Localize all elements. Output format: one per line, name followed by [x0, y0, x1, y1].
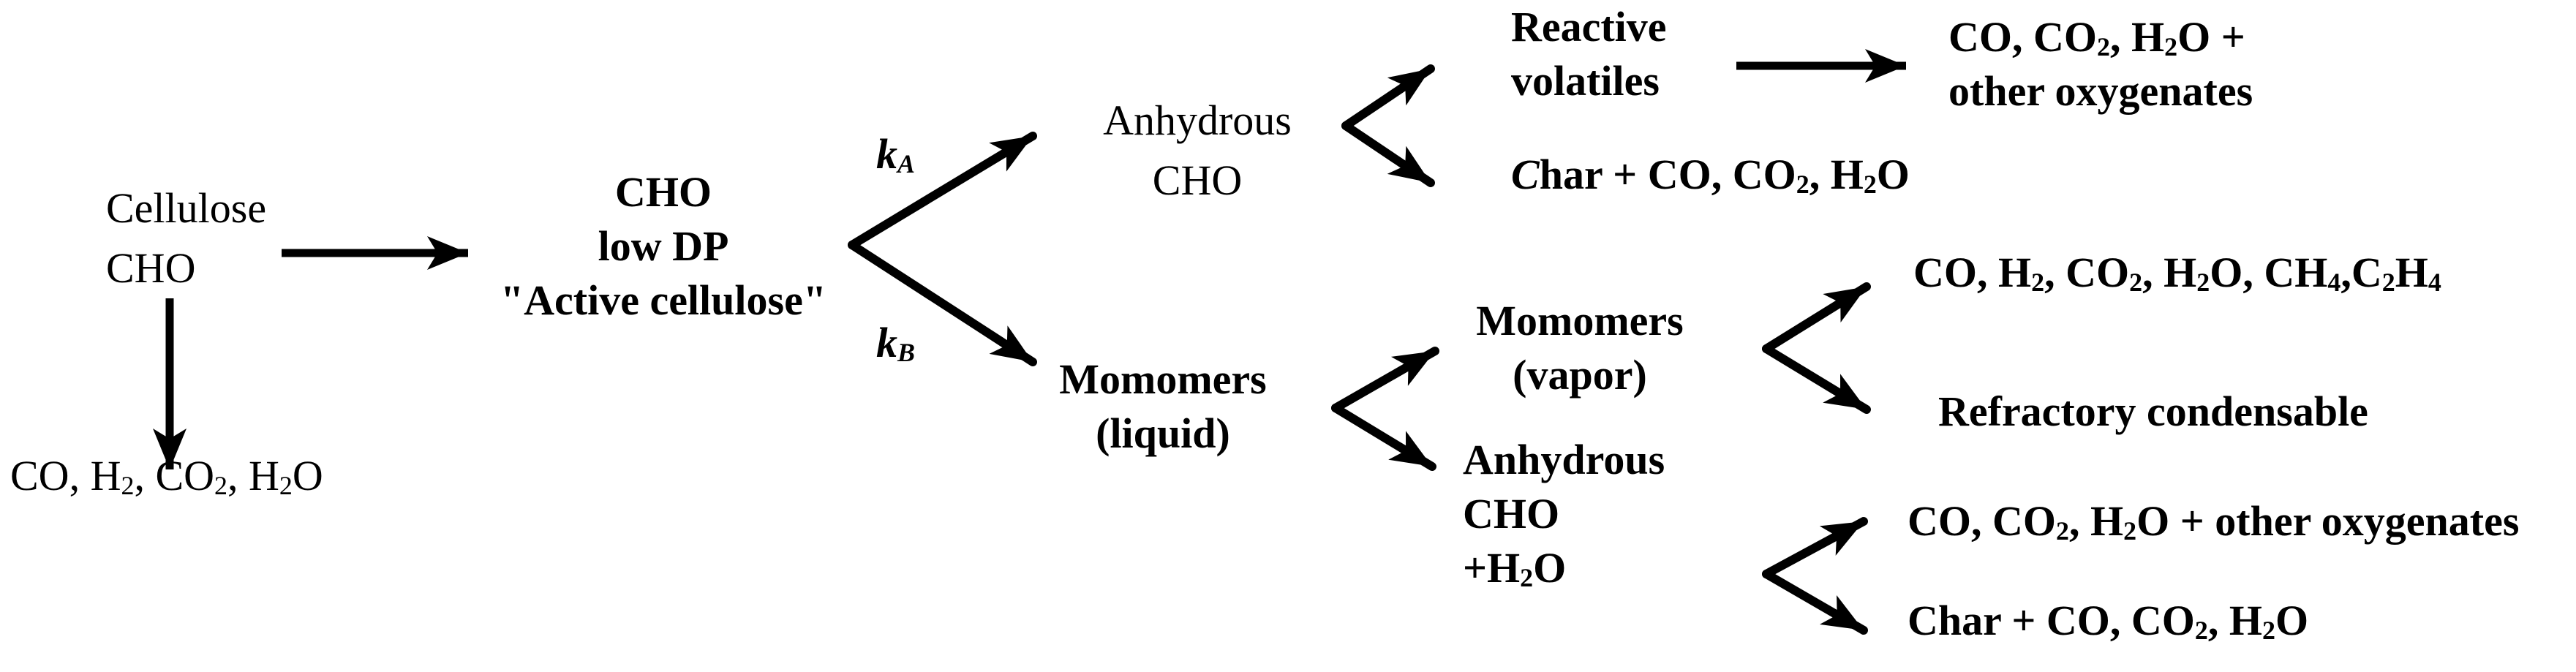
node-cellulose-line2: CHO [106, 244, 196, 292]
node-reactive-volatiles-line1: Reactive [1511, 3, 1667, 50]
node-reactive-volatiles-line2: volatiles [1511, 57, 1660, 105]
node-active-cellulose-line1: CHO [614, 168, 712, 216]
node-anhydrous-cho-water: Anhydrous CHO +H2O [1463, 433, 1665, 595]
node-char-from-anhydrous: Char + CO, CO2, H2O [1511, 151, 1910, 200]
node-active-cellulose-line3: "Active cellulose" [500, 276, 827, 324]
node-char-final: Char + CO, CO2, H2O [1907, 597, 2309, 646]
node-anhydrous-cho-line1: Anhydrous [1103, 97, 1292, 144]
node-active-cellulose-line2: low DP [598, 222, 729, 270]
arrow-anhydrous-water-to-gases [1762, 517, 1868, 578]
node-volatiles-gases-line2: other oxygenates [1948, 67, 2253, 115]
arrow-anhydrous-water-to-char [1762, 570, 1868, 635]
node-monomers-vapor-line1: Momomers [1476, 297, 1684, 344]
node-volatiles-gases: CO, CO2, H2O + other oxygenates [1948, 10, 2253, 118]
node-monomers-vapor: Momomers (vapor) [1476, 294, 1683, 402]
arrow-liquid-to-vapor [1331, 347, 1439, 412]
arrow-anhydrous-to-volatiles [1341, 64, 1435, 130]
node-volatiles-gases-line1: CO, CO2, H2O + [1948, 13, 2245, 62]
node-monomers-liquid-line2: (liquid) [1096, 409, 1230, 457]
rate-constant-kb-label: kB [876, 319, 915, 368]
node-reactive-volatiles: Reactive volatiles [1511, 0, 1667, 108]
arrow-vapor-to-refractory [1762, 344, 1871, 414]
node-anhydrous-cho-water-line1: Anhydrous [1463, 436, 1665, 483]
arrow-vapor-to-gases [1762, 282, 1871, 353]
node-vapor-gases: CO, H2, CO2, H2O, CH4,C2H4 [1913, 249, 2441, 298]
node-anhydrous-cho: Anhydrous CHO [1103, 91, 1292, 211]
arrow-liquid-to-anhydrous-water [1331, 404, 1436, 471]
arrow-kb-branch [848, 241, 1037, 366]
node-refractory-condensable: Refractory condensable [1938, 388, 2368, 435]
node-hydrated-gases: CO, CO2, H2O + other oxygenates [1907, 497, 2520, 546]
node-anhydrous-cho-line2: CHO [1152, 156, 1243, 204]
node-cellulose: Cellulose CHO [106, 178, 266, 298]
node-anhydrous-cho-water-line2: CHO [1463, 490, 1560, 537]
node-monomers-liquid: Momomers (liquid) [1059, 352, 1266, 461]
node-cellulose-line1: Cellulose [106, 184, 267, 232]
rate-constant-ka-label: kA [876, 130, 915, 179]
node-cellulose-gases: CO, H2, CO2, H2O [10, 452, 323, 501]
arrow-anhydrous-to-char [1341, 121, 1435, 187]
node-anhydrous-cho-water-line3: +H2O [1463, 544, 1567, 593]
node-active-cellulose: CHO low DP "Active cellulose" [500, 165, 826, 328]
arrow-ka-branch [848, 132, 1037, 249]
node-monomers-vapor-line2: (vapor) [1513, 351, 1647, 399]
node-monomers-liquid-line1: Momomers [1059, 355, 1267, 403]
